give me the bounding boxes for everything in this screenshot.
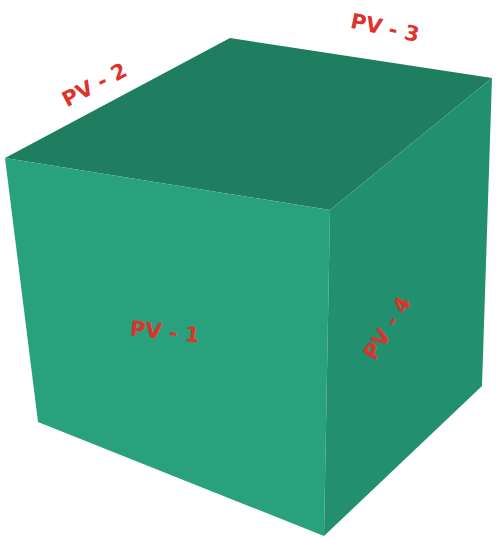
- front-face: [5, 158, 330, 536]
- right-face: [324, 78, 492, 536]
- face-label: PV - 3: [349, 10, 421, 45]
